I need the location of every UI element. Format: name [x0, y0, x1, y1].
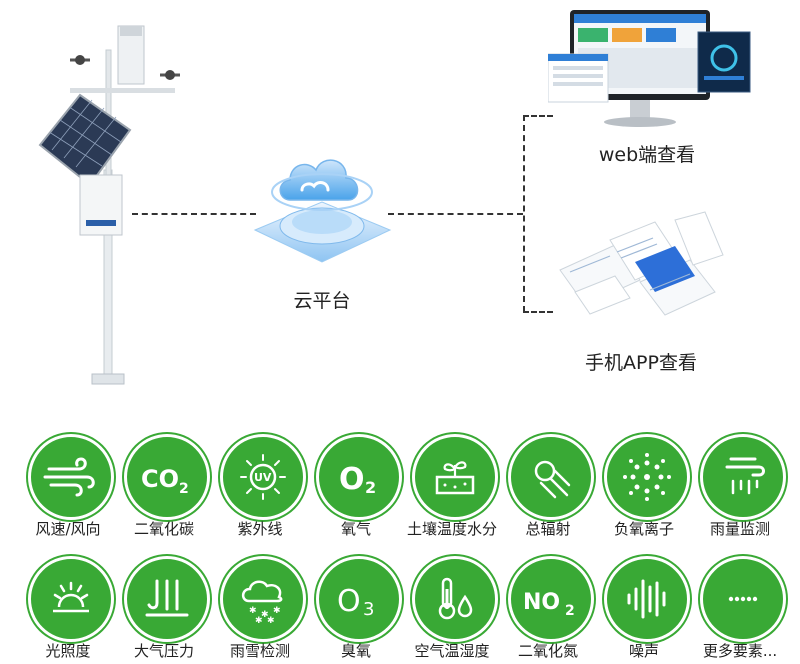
label-soil: 土壤温度水分 — [406, 520, 497, 538]
no2-text: NO — [523, 590, 560, 615]
wind-icon — [43, 457, 95, 497]
badge-rain-gauge — [700, 434, 786, 520]
no2-sub: 2 — [565, 603, 575, 619]
label-rain-snow: 雨雪检测 — [229, 642, 290, 660]
uv-text: UV — [254, 471, 272, 484]
label-rain-gauge: 雨量监测 — [709, 520, 770, 538]
badge-no2: NO 2 — [508, 556, 594, 642]
label-co2: 二氧化碳 — [133, 520, 194, 538]
badge-uv: UV — [220, 434, 306, 520]
weather-station-icon — [38, 25, 180, 385]
svg-text:✱: ✱ — [267, 616, 275, 626]
monitor-icon — [547, 10, 751, 127]
phone-icon — [559, 211, 724, 316]
badge-pressure — [124, 556, 210, 642]
no2-icon: NO 2 — [523, 590, 575, 619]
label-negative-ion: 负氧离子 — [613, 520, 674, 538]
badge-co2: CO 2 — [124, 434, 210, 520]
badge-light — [28, 556, 114, 642]
mobile-app-illustration — [555, 210, 725, 335]
co2-icon: CO 2 — [141, 465, 189, 497]
badge-soil — [412, 434, 498, 520]
weather-station-illustration — [30, 20, 200, 395]
radiation-icon — [534, 460, 571, 499]
app-view-label: 手机APP查看 — [585, 352, 697, 374]
connector-to-web — [523, 115, 553, 117]
web-monitor-illustration — [547, 8, 753, 138]
o2-icon: O 2 — [339, 462, 376, 497]
label-pressure: 大气压力 — [133, 642, 194, 660]
sun-icon — [53, 581, 89, 613]
o2-text: O — [339, 462, 365, 497]
uv-icon: UV — [240, 454, 286, 500]
cloud-platform-label: 云平台 — [293, 290, 351, 312]
label-wind: 风速/风向 — [35, 520, 101, 538]
co2-text: CO — [141, 465, 179, 493]
pressure-icon — [145, 579, 189, 617]
o3-icon: O 3 — [337, 584, 374, 620]
label-light: 光照度 — [45, 642, 91, 660]
badge-temp-humidity — [412, 556, 498, 642]
connector-vertical — [523, 115, 525, 312]
label-o2: 氧气 — [340, 520, 371, 538]
label-uv: 紫外线 — [237, 520, 283, 538]
more-icon — [728, 596, 758, 602]
connector-to-app — [523, 311, 553, 313]
o2-sub: 2 — [365, 478, 376, 497]
svg-text:✱: ✱ — [273, 606, 281, 616]
badge-negative-ion — [604, 434, 690, 520]
o3-sub: 3 — [363, 599, 374, 620]
badge-o3: O 3 — [316, 556, 402, 642]
badge-noise — [604, 556, 690, 642]
label-temp-humidity: 空气温湿度 — [414, 642, 490, 660]
label-noise: 噪声 — [628, 642, 659, 660]
rain-snow-icon: ✱✱✱ ✱✱ — [241, 580, 283, 626]
rain-gauge-icon — [725, 457, 765, 495]
cloud-icon — [253, 159, 392, 263]
label-no2: 二氧化氮 — [517, 642, 578, 660]
o3-text: O — [337, 584, 361, 619]
badge-more — [700, 556, 786, 642]
noise-icon — [627, 579, 666, 619]
web-view-label: web端查看 — [598, 144, 696, 166]
negative-ion-icon — [623, 453, 671, 501]
label-more: 更多要素... — [702, 642, 778, 660]
thermometer-icon — [438, 577, 473, 620]
label-o3: 臭氧 — [340, 642, 371, 660]
soil-icon — [435, 461, 475, 495]
svg-text:✱: ✱ — [261, 610, 269, 620]
cloud-platform-illustration — [250, 130, 395, 275]
connector-cloud-apps — [388, 213, 523, 215]
svg-text:✱: ✱ — [249, 606, 257, 616]
badge-rain-snow: ✱✱✱ ✱✱ — [220, 556, 306, 642]
badge-wind — [28, 434, 114, 520]
co2-sub: 2 — [179, 481, 189, 497]
label-radiation: 总辐射 — [525, 520, 571, 538]
badge-o2: O 2 — [316, 434, 402, 520]
connector-station-cloud — [132, 213, 256, 215]
svg-text:✱: ✱ — [255, 616, 263, 626]
badge-radiation — [508, 434, 594, 520]
